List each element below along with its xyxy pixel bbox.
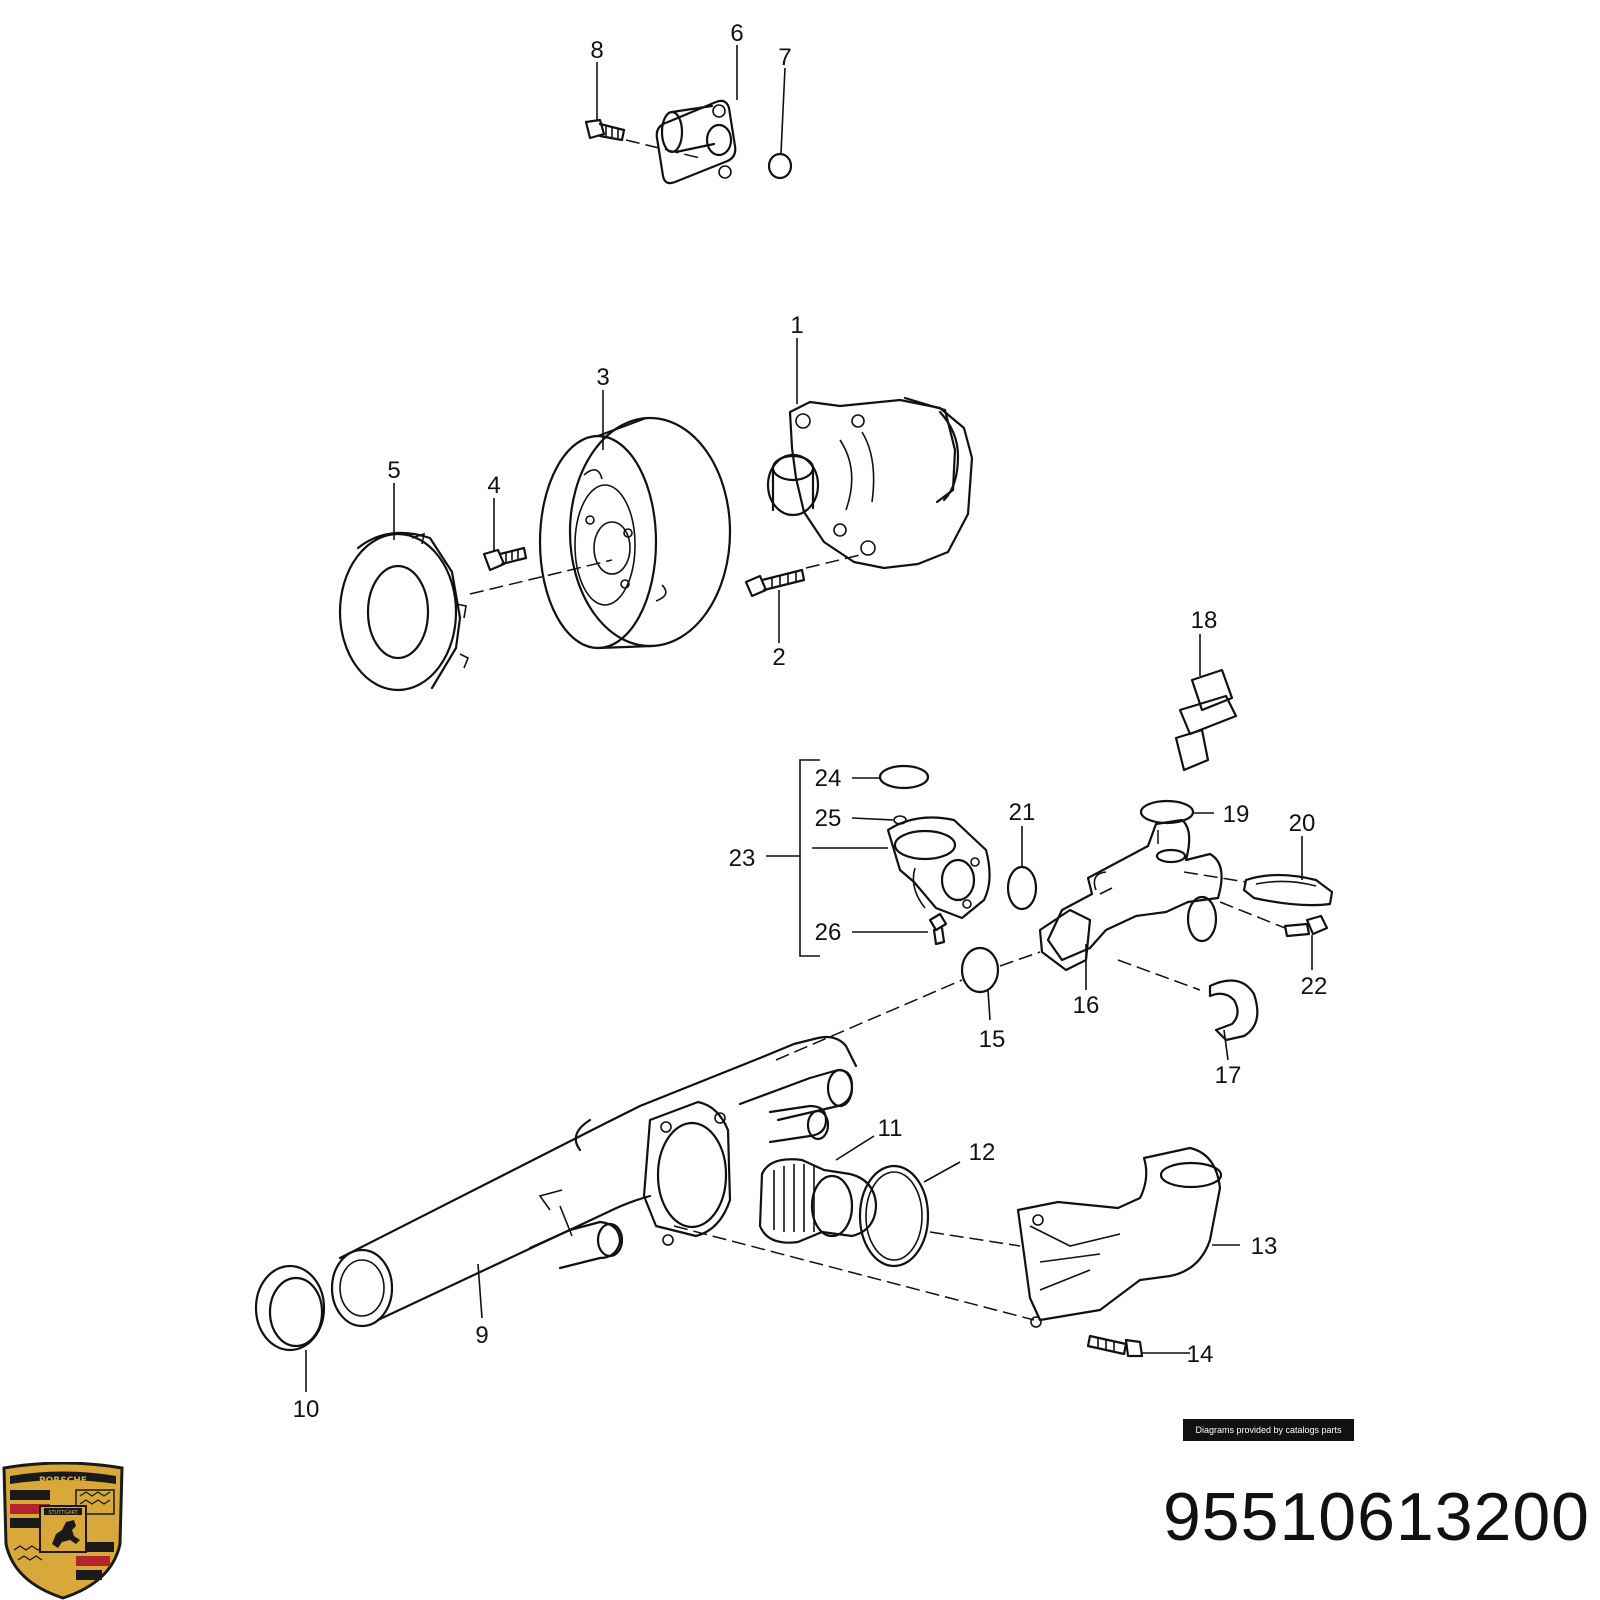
callout-14: 14 <box>1187 1341 1214 1368</box>
callout-6: 6 <box>730 20 743 47</box>
logo-wordmark: PORSCHE <box>39 1476 87 1486</box>
assembly-line <box>625 139 701 159</box>
logo-city: STUTTGART <box>48 1510 78 1516</box>
callout-2: 2 <box>772 644 785 671</box>
assembly-line <box>805 554 861 569</box>
leader-7 <box>780 67 786 154</box>
leader-15 <box>987 989 991 1021</box>
part-11-thermostat <box>758 1158 878 1244</box>
part-2-bolt <box>744 568 806 598</box>
callout-24: 24 <box>815 765 842 792</box>
part-3-pulley <box>538 416 732 650</box>
callout-20: 20 <box>1289 810 1316 837</box>
leader-25 <box>851 817 894 821</box>
callout-3: 3 <box>596 364 609 391</box>
part-12-oring <box>858 1164 930 1268</box>
part-13-elbow-housing <box>1016 1146 1223 1328</box>
part-5-pulley-cover <box>338 531 470 692</box>
part-6-flange-pipe <box>655 99 737 185</box>
callout-26: 26 <box>815 919 842 946</box>
part-10-seal-ring <box>254 1264 326 1352</box>
part-19-oring <box>1139 799 1195 825</box>
leader-17 <box>1223 1029 1229 1061</box>
part-26-bolt <box>928 912 948 946</box>
assembly-line <box>1183 871 1247 883</box>
part-number: 95510613200 <box>1162 1479 1590 1555</box>
leader-9 <box>477 1263 483 1319</box>
credit-banner <box>1183 1419 1354 1441</box>
callout-10: 10 <box>293 1396 320 1423</box>
assembly-line <box>1219 901 1286 929</box>
callout-17: 17 <box>1215 1062 1242 1089</box>
part-8-bolt <box>584 118 626 142</box>
callout-7: 7 <box>778 44 791 71</box>
part-17-retaining-clip <box>1208 979 1259 1042</box>
assembly-line <box>673 1225 1035 1321</box>
part-1-water-pump <box>766 396 974 570</box>
assembly-line <box>929 1231 1021 1247</box>
callout-13: 13 <box>1251 1233 1278 1260</box>
part-14-bolt <box>1086 1334 1144 1358</box>
callout-23: 23 <box>729 845 756 872</box>
callout-5: 5 <box>387 457 400 484</box>
callout-19: 19 <box>1223 801 1250 828</box>
assembly-line <box>999 951 1041 967</box>
part-21-oring <box>1006 865 1038 911</box>
porsche-crest-logo: PORSCHE STUTTGART <box>2 1462 124 1600</box>
leader-11 <box>835 1135 875 1161</box>
part-9-coolant-pipe <box>330 1035 858 1328</box>
callout-15: 15 <box>979 1026 1006 1053</box>
callout-9: 9 <box>475 1322 488 1349</box>
part-22-bolt <box>1283 914 1329 938</box>
part-24-oring <box>878 764 930 790</box>
callout-4: 4 <box>487 472 500 499</box>
callout-11: 11 <box>878 1115 903 1142</box>
callout-22: 22 <box>1301 973 1328 1000</box>
part-16-coolant-flange <box>1038 818 1223 972</box>
assembly-line <box>775 979 963 1061</box>
callout-8: 8 <box>590 37 603 64</box>
part-20-retaining-clip <box>1242 873 1334 907</box>
assembly-line <box>1117 959 1201 991</box>
callout-18: 18 <box>1191 607 1218 634</box>
credit-text: Diagrams provided by catalogs parts <box>1195 1425 1342 1435</box>
assembly-line <box>469 559 613 595</box>
bracket-23 <box>766 759 820 957</box>
part-23-thermostat-housing <box>886 816 991 920</box>
callout-1: 1 <box>790 312 803 339</box>
callout-12: 12 <box>969 1139 996 1166</box>
part-18-temp-sensor <box>1174 668 1238 772</box>
callout-21: 21 <box>1009 799 1036 826</box>
part-7-oring <box>767 152 793 180</box>
callout-16: 16 <box>1073 992 1100 1019</box>
part-15-oring <box>960 946 1000 994</box>
callout-25: 25 <box>815 805 842 832</box>
part-4-bolt <box>482 546 528 572</box>
leader-12 <box>923 1161 961 1183</box>
